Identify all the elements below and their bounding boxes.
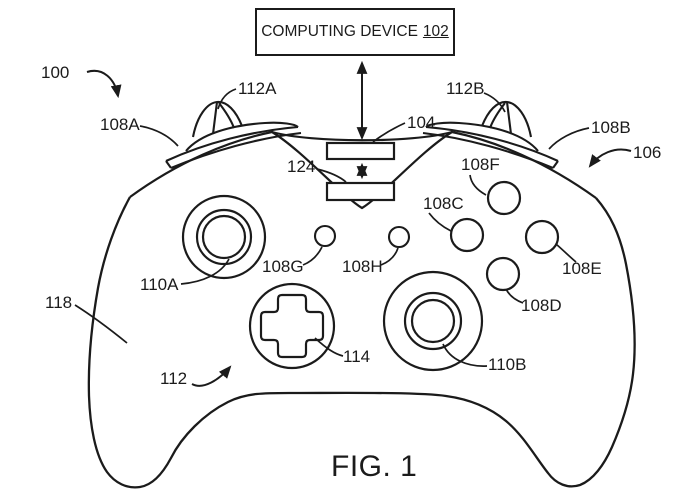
leader-108H: [380, 247, 399, 266]
faceplate-seam: [129, 130, 597, 210]
small-button-108H: [387, 225, 411, 249]
dpad: [248, 282, 336, 370]
ref-label-108A: 108A: [100, 115, 140, 134]
ref-label-108F: 108F: [461, 155, 500, 174]
leader-118: [74, 304, 128, 344]
leader-108C: [428, 212, 452, 232]
right-bumper: [422, 121, 559, 169]
leader-108B: [548, 127, 590, 150]
face-button-108E: [524, 219, 560, 255]
computing-device-ref-number: 102: [422, 23, 449, 40]
figure-caption: FIG. 1: [331, 450, 418, 483]
ref-label-124: 124: [287, 157, 316, 176]
right-trigger: [481, 100, 533, 138]
ref-label-108B: 108B: [591, 118, 631, 137]
arrow-100: [86, 69, 122, 99]
arrow-106: [588, 148, 632, 168]
ref-label-108G: 108G: [262, 257, 304, 276]
computing-device-label: COMPUTING DEVICE: [261, 23, 418, 40]
leader-110B: [442, 343, 488, 367]
face-button-108D: [485, 256, 521, 292]
ref-label-110B: 110B: [488, 355, 527, 374]
arrow-112: [191, 365, 232, 387]
leader-110A: [180, 258, 230, 285]
leader-lines: [74, 88, 590, 367]
module-104-rect: [325, 141, 396, 161]
ref-label-110A: 110A: [140, 275, 179, 294]
leader-108G: [302, 246, 323, 266]
ref-label-108C: 108C: [423, 194, 464, 213]
left-thumbstick: [181, 194, 267, 280]
ref-label-108D: 108D: [521, 296, 562, 315]
ref-label-108E: 108E: [562, 259, 602, 278]
leader-112B: [483, 92, 506, 113]
ref-label-106: 106: [633, 143, 662, 162]
ref-label-112B: 112B: [446, 79, 485, 98]
leader-108A: [139, 125, 179, 147]
leader-112A: [217, 88, 237, 110]
controller-body-outline: [87, 196, 636, 489]
ref-label-112A: 112A: [238, 79, 277, 98]
computing-device-box: COMPUTING DEVICE 102: [255, 8, 455, 56]
ref-label-104: 104: [407, 113, 436, 132]
module-124-rect: [325, 181, 396, 202]
leader-108D: [505, 288, 524, 304]
leader-104: [372, 122, 406, 143]
ref-label-100: 100: [41, 63, 70, 82]
leader-124: [316, 168, 347, 183]
small-button-108G: [313, 224, 337, 248]
right-thumbstick: [382, 270, 484, 372]
leader-114: [314, 337, 344, 357]
ref-label-114: 114: [343, 347, 371, 366]
left-trigger: [191, 100, 243, 138]
left-bumper: [165, 121, 302, 169]
ref-label-112: 112: [160, 369, 188, 388]
face-button-108C: [449, 217, 485, 253]
leader-108E: [555, 243, 577, 263]
ref-label-108H: 108H: [342, 257, 383, 276]
leader-108F: [469, 174, 487, 196]
face-button-108F: [486, 180, 522, 216]
ref-label-118: 118: [45, 293, 73, 312]
